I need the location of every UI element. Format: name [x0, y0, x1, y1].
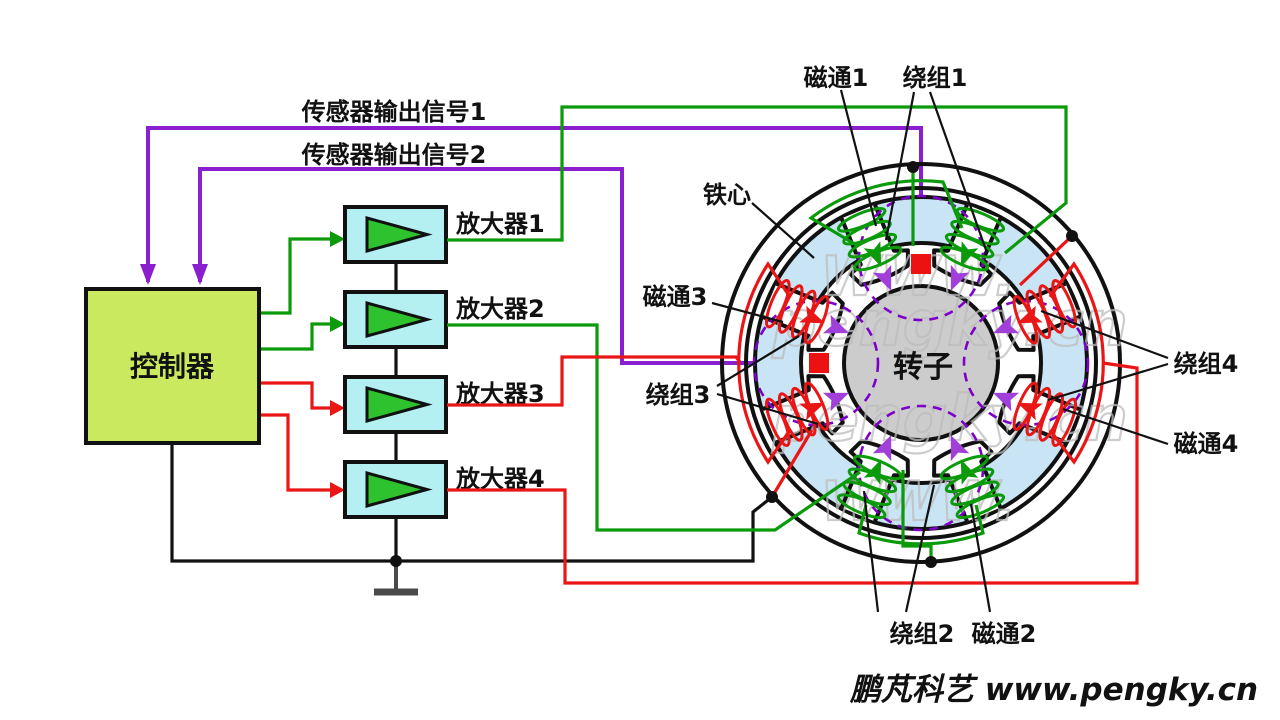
leader-lines: [711, 89, 1169, 613]
amp2-triangle-icon: [365, 301, 433, 338]
amp2-label: 放大器2: [455, 295, 545, 323]
amplifier-3: 放大器3: [343, 375, 545, 434]
flux2-label: 磁通2: [972, 620, 1037, 648]
arrow-into-controller-2: [192, 264, 208, 285]
footer-brand: 鹏芃科艺 www.pengky.cn: [849, 672, 1258, 708]
amp3-label: 放大器3: [455, 380, 545, 408]
winding3-wiring: [447, 261, 814, 498]
flux1-label: 磁通1: [804, 64, 869, 92]
rotor-label: 转子: [893, 350, 953, 385]
winding1-wiring: [447, 105, 1068, 255]
outer-common-ring: [720, 162, 1122, 564]
core-label: 铁心: [703, 181, 751, 209]
flux4-label: 磁通4: [1174, 430, 1239, 458]
rotor: [842, 284, 1000, 442]
hall-sensor-1: [911, 254, 931, 274]
amp4-label: 放大器4: [455, 465, 545, 493]
inner-frame-ring: [744, 186, 1098, 540]
control-wires-green: [259, 231, 345, 351]
arrow-into-controller-1: [140, 264, 156, 285]
hall-sensor-2: [809, 353, 829, 373]
controller-block: 控制器: [84, 287, 261, 445]
amplifier-4: 放大器4: [343, 460, 545, 519]
winding4-label: 绕组4: [1174, 350, 1239, 378]
controller-box: [84, 287, 261, 445]
amplifier-1: 放大器1: [343, 205, 545, 264]
winding3-label: 绕组3: [646, 381, 711, 409]
flux3-label: 磁通3: [643, 283, 708, 311]
winding2-label: 绕组2: [890, 620, 955, 648]
amp4-triangle-icon: [365, 471, 433, 508]
amp3-triangle-icon: [365, 386, 433, 423]
control-wires-red: [259, 381, 345, 498]
amp1-triangle-icon: [365, 216, 433, 253]
winding4-wiring: [447, 234, 1139, 585]
controller-label: 控制器: [130, 350, 215, 383]
amplifier-2: 放大器2: [343, 290, 545, 349]
amplifier-blocks: 放大器1 放大器2 放大器3 放大器4: [343, 205, 545, 519]
sensor-signal-2-label: 传感器输出信号2: [301, 141, 487, 169]
motor-section: WWW. pengky.cn pengky.cn WWW.: [390, 105, 1139, 585]
sensor-signal-1-label: 传感器输出信号1: [301, 98, 487, 126]
amp1-label: 放大器1: [455, 210, 545, 238]
sensor-signal-wires: [140, 126, 923, 365]
winding1-label: 绕组1: [903, 64, 968, 92]
text-labels: 传感器输出信号1 传感器输出信号2 铁心 磁通1 绕组1 磁通3 绕组3 绕组4…: [301, 64, 1239, 648]
junction-dots: [390, 161, 1078, 568]
